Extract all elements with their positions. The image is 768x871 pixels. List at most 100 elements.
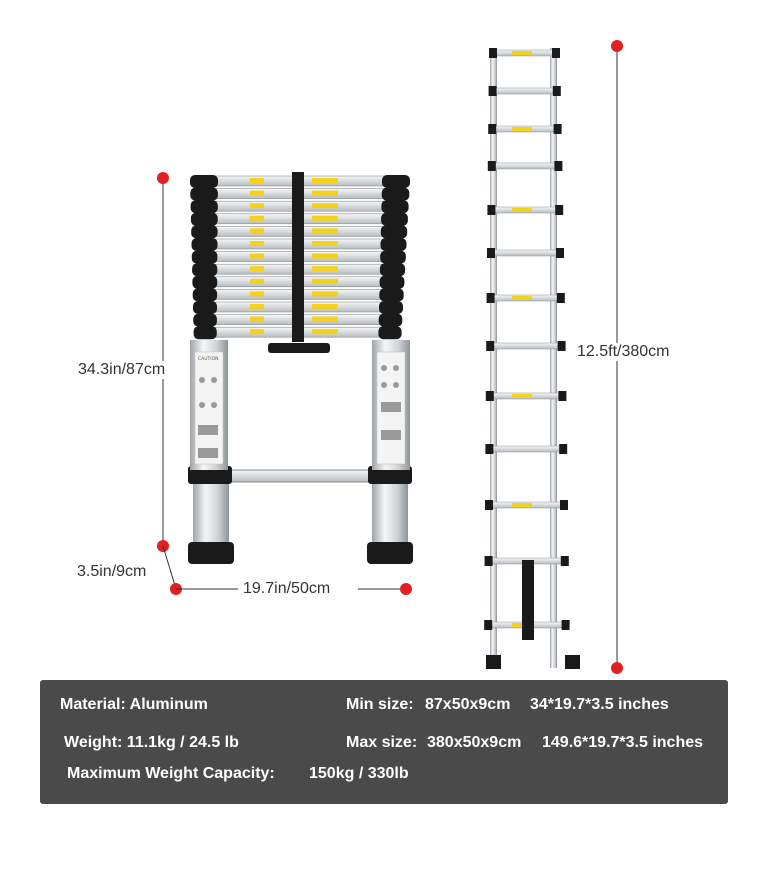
- folded-rung-cap-left: [190, 212, 218, 226]
- folded-height-label: 34.3in/87cm: [76, 361, 168, 379]
- left-lower-leg: [193, 480, 229, 550]
- extended-rung: [489, 249, 561, 257]
- folded-rung-label: [250, 253, 264, 259]
- spec-max-size-label: Max size:: [346, 734, 418, 751]
- height-top-marker: [157, 172, 169, 184]
- folded-ladder: CAUTION: [188, 172, 413, 564]
- folded-rung-cap-right: [382, 175, 410, 188]
- folded-rung-cap-left: [192, 275, 218, 289]
- spec-max-size-metric: 380x50x9cm: [427, 734, 522, 751]
- folded-rung-cap-left: [193, 301, 217, 314]
- sticker-pictograms: [198, 365, 401, 458]
- spec-min-size-label: Min size:: [346, 696, 414, 713]
- spec-capacity-value: 150kg / 330lb: [309, 765, 409, 782]
- folded-rung-cap-right: [379, 263, 406, 277]
- left-bottom-cap: [188, 466, 232, 484]
- spec-min-size-imperial: 34*19.7*3.5 inches: [530, 696, 669, 713]
- extended-rung-cap-right: [558, 391, 567, 401]
- folded-rung-cap-left: [192, 263, 218, 277]
- spec-panel: Material: Aluminum Weight: 11.1kg / 24.5…: [40, 680, 728, 804]
- folded-rung-cap-left: [190, 175, 218, 188]
- folded-rung-label: [250, 228, 264, 234]
- extended-rungs: [484, 48, 570, 630]
- extended-rung-cap-right: [556, 248, 564, 258]
- folded-rung-label: [312, 253, 338, 259]
- folded-rung-label: [312, 190, 338, 196]
- extended-rung-label: [512, 51, 532, 55]
- extended-rung-cap-left: [486, 341, 495, 351]
- folded-rung-label: [250, 316, 264, 322]
- folded-rung-cap-left: [193, 313, 217, 327]
- extended-rung-cap-left: [484, 620, 493, 630]
- spec-capacity-label: Maximum Weight Capacity:: [67, 765, 275, 782]
- folded-rung-cap-right: [378, 313, 403, 327]
- extended-rung-cap-right: [552, 86, 561, 96]
- center-strap: [292, 172, 304, 342]
- folded-rung-label: [312, 178, 338, 183]
- spec-min-size-metric: 87x50x9cm: [425, 696, 511, 713]
- folded-rung-label: [312, 266, 338, 272]
- folded-rung-label: [250, 178, 264, 183]
- folded-rung-label: [250, 266, 264, 272]
- folded-rung-label: [250, 278, 264, 284]
- extended-rung-label: [512, 296, 532, 300]
- folded-rung-cap-left: [191, 238, 218, 251]
- extended-ladder: [484, 48, 580, 669]
- folded-rung-cap-right: [381, 187, 410, 201]
- extended-rung-cap-left: [487, 161, 496, 171]
- extended-rung-cap-right: [552, 48, 560, 58]
- folded-rung-label: [250, 190, 264, 196]
- folded-rung-label: [312, 291, 338, 297]
- folded-rung-label: [312, 203, 338, 209]
- left-foot: [188, 542, 234, 564]
- extended-height-label: 12.5ft/380cm: [575, 343, 672, 361]
- base-depth-label: 3.5in/9cm: [77, 563, 147, 580]
- folded-rung-cap-left: [190, 187, 218, 201]
- folded-rung-cap-left: [193, 326, 217, 340]
- extended-rung-cap-left: [487, 205, 496, 215]
- folded-rung-label: [312, 278, 338, 284]
- extended-rung-cap-left: [488, 86, 497, 96]
- extended-rung-cap-right: [560, 500, 568, 510]
- width-right-marker: [400, 583, 412, 595]
- extended-rung-cap-left: [485, 444, 494, 454]
- folded-rung-label: [312, 241, 338, 246]
- extended-top-marker: [611, 40, 623, 52]
- folded-rung-label: [250, 215, 264, 221]
- folded-rung-label: [312, 329, 338, 335]
- right-bottom-cap: [368, 466, 412, 484]
- extended-bottom-marker: [611, 662, 623, 674]
- extended-rung-cap-left: [487, 248, 495, 258]
- folded-rung-label: [250, 241, 264, 246]
- extended-rung-cap-right: [559, 444, 568, 454]
- extended-rung-label: [512, 208, 532, 212]
- extended-rung-label: [512, 503, 532, 507]
- extended-rung-cap-right: [555, 205, 564, 215]
- extended-rung: [488, 342, 562, 350]
- folded-rung-cap-right: [378, 326, 402, 340]
- carry-handle: [268, 343, 330, 353]
- right-foot: [367, 542, 413, 564]
- depth-dimension-line: [162, 545, 177, 590]
- extended-rung-cap-left: [489, 48, 497, 58]
- folded-rung-cap-right: [380, 250, 406, 264]
- folded-rung-cap-left: [192, 288, 218, 302]
- extended-rung-label: [512, 394, 532, 398]
- extended-rung-cap-left: [485, 391, 494, 401]
- extended-rung-cap-left: [488, 124, 497, 134]
- folded-rung-cap-left: [191, 225, 218, 239]
- folded-rung-cap-left: [190, 200, 218, 214]
- extended-rung-cap-right: [560, 556, 569, 566]
- folded-rung-label: [250, 291, 264, 297]
- extended-rung-cap-right: [554, 161, 563, 171]
- folded-rung-cap-right: [381, 200, 409, 214]
- extended-left-foot: [486, 655, 501, 669]
- caution-text: CAUTION: [198, 356, 219, 362]
- folded-rung-cap-left: [191, 250, 218, 264]
- bottom-rung: [227, 469, 375, 483]
- right-lower-leg: [372, 480, 408, 550]
- extended-rung-cap-left: [486, 293, 495, 303]
- folded-rung-label: [312, 316, 338, 322]
- folded-rung-cap-right: [380, 238, 407, 251]
